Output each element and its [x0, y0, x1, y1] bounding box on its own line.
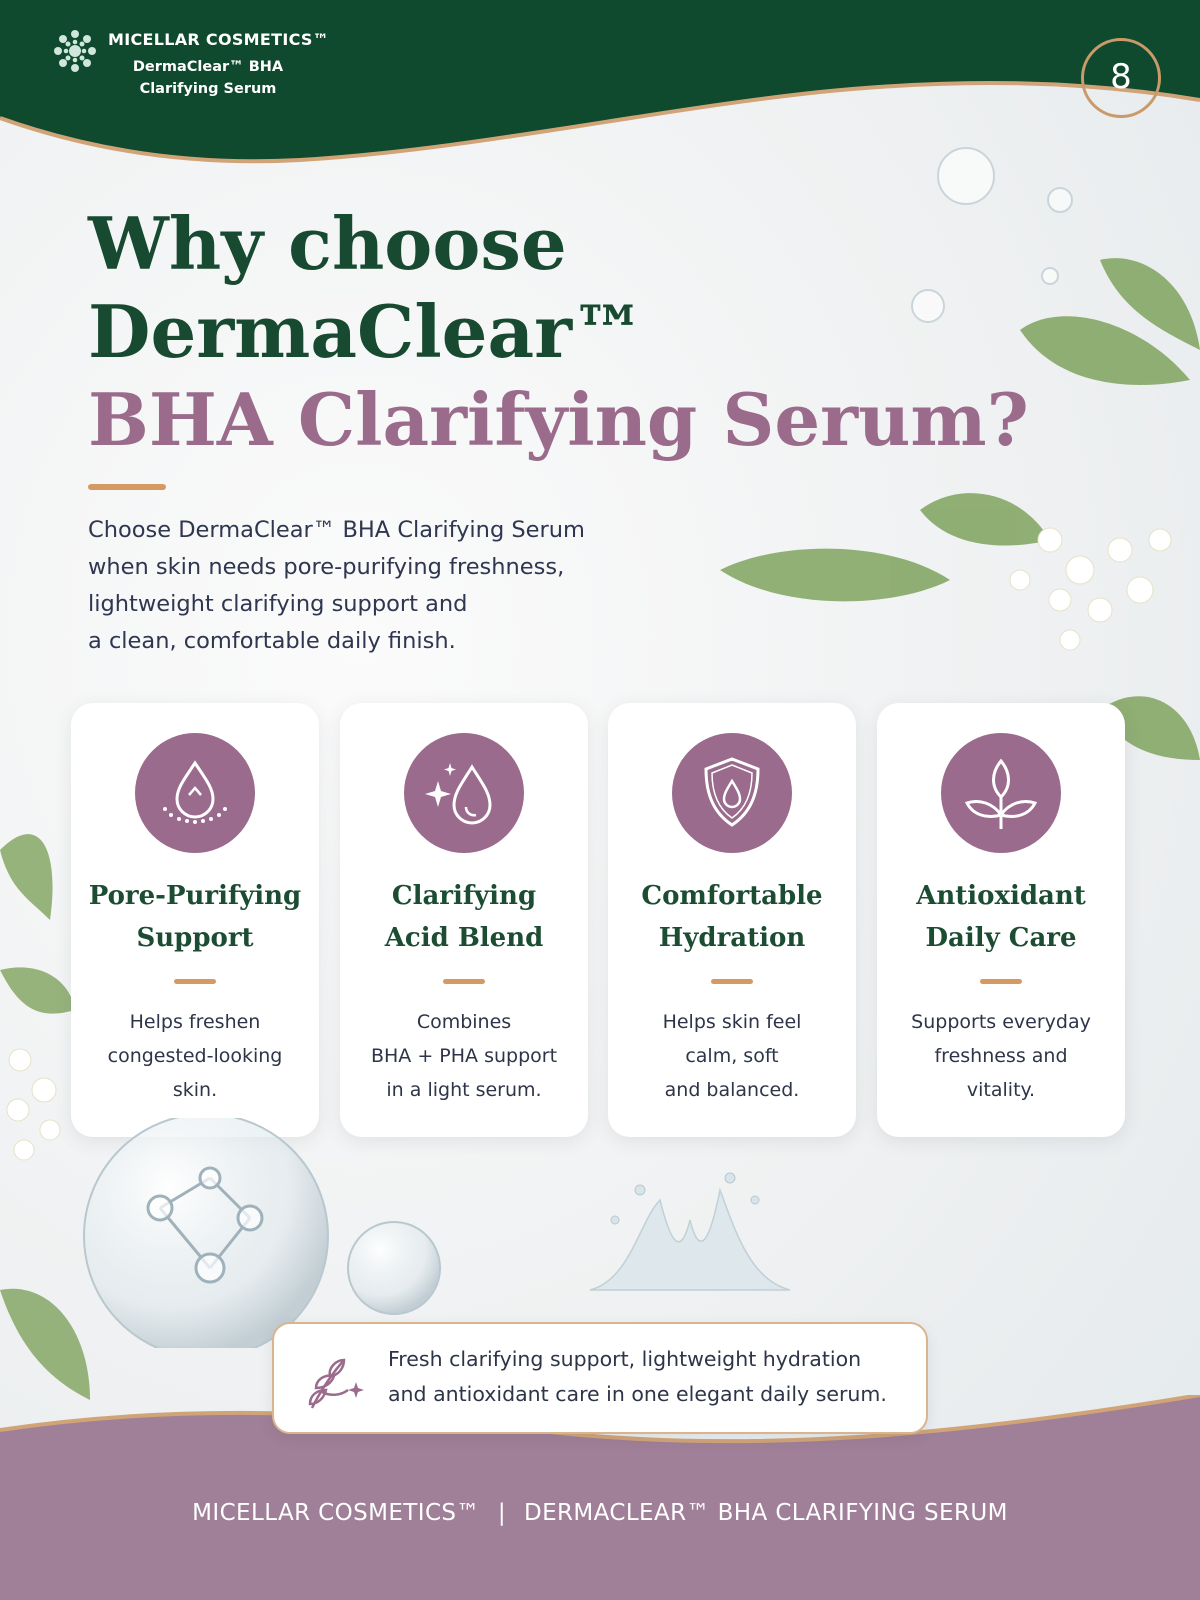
card-title-line: Comfortable [641, 881, 823, 911]
water-splash-decoration [589, 1172, 791, 1291]
card-text-line: BHA + PHA support [370, 1045, 558, 1067]
droplet-pores-icon [135, 733, 255, 853]
intro-paragraph: Choose DermaClear™ BHA Clarifying Serum … [88, 512, 648, 660]
feature-card-comfortable-hydration: Comfortable Hydration Helps skin feel ca… [608, 703, 856, 1137]
leaf-flower-decoration [720, 258, 1200, 760]
page-number-badge: 8 [1081, 38, 1161, 118]
intro-line: Choose DermaClear™ BHA Clarifying Serum [88, 517, 585, 543]
shield-droplet-icon [672, 733, 792, 853]
card-text-line: calm, soft [685, 1045, 779, 1067]
title-line-accent: BHA Clarifying Serum? [88, 377, 1029, 462]
card-title-line: Pore-Purifying [88, 881, 302, 911]
intro-line: lightweight clarifying support and [88, 591, 468, 617]
card-text-line: Supports everyday [911, 1011, 1091, 1033]
water-droplets-decoration [911, 147, 1073, 323]
card-divider [443, 979, 485, 984]
leaf-sparkle-icon [308, 1358, 364, 1409]
leaf-flower-decoration [0, 834, 90, 1400]
feature-card-antioxidant: Antioxidant Daily Care Supports everyday… [877, 703, 1125, 1137]
card-text-line: in a light serum. [386, 1079, 542, 1101]
card-divider [174, 979, 216, 984]
card-text-line: Helps freshen [129, 1011, 261, 1033]
banner-line: and antioxidant care in one elegant dail… [388, 1382, 887, 1406]
card-description: Combines BHA + PHA support in a light se… [350, 1005, 578, 1107]
footer-separator: | [497, 1500, 506, 1526]
intro-line: when skin needs pore-purifying freshness… [88, 554, 565, 580]
serum-bubble-decoration [83, 1118, 441, 1348]
card-title: Antioxidant Daily Care [877, 875, 1125, 959]
card-title-line: Hydration [658, 923, 806, 953]
card-title: Clarifying Acid Blend [340, 875, 588, 959]
sprout-icon [941, 733, 1061, 853]
card-title: Pore-Purifying Support [71, 875, 319, 959]
title-line: Why choose [88, 201, 567, 286]
feature-card-pore-purifying: Pore-Purifying Support Helps freshen con… [71, 703, 319, 1137]
card-text-line: skin. [172, 1079, 218, 1101]
title-divider [88, 484, 166, 490]
intro-line: a clean, comfortable daily finish. [88, 628, 456, 654]
card-text-line: vitality. [966, 1079, 1036, 1101]
card-description: Supports everyday freshness and vitality… [887, 1005, 1115, 1107]
card-title-line: Clarifying [391, 881, 537, 911]
page-title: Why choose DermaClear™ BHA Clarifying Se… [88, 200, 1029, 464]
footer-text: MICELLAR COSMETICS™ | DERMACLEAR™ BHA CLAR… [0, 1500, 1200, 1526]
card-text-line: and balanced. [664, 1079, 800, 1101]
card-title-line: Daily Care [925, 923, 1077, 953]
summary-banner: Fresh clarifying support, lightweight hy… [272, 1322, 928, 1434]
card-title-line: Support [136, 923, 254, 953]
footer-product: DERMACLEAR™ BHA CLARIFYING SERUM [523, 1500, 1008, 1526]
card-description: Helps freshen congested-looking skin. [81, 1005, 309, 1107]
brand-product-name: DermaClear™ BHA Clarifying Serum [108, 56, 308, 100]
header-background [0, 0, 1200, 164]
brand-product-line: DermaClear™ BHA [132, 59, 284, 75]
card-text-line: freshness and [934, 1045, 1068, 1067]
brand-block: MICELLAR COSMETICS™ DermaClear™ BHA Clar… [50, 26, 350, 106]
flower-logo-icon [54, 30, 96, 72]
footer-brand: MICELLAR COSMETICS™ [192, 1500, 480, 1526]
sparkle-droplet-icon [404, 733, 524, 853]
card-text-line: Helps skin feel [662, 1011, 802, 1033]
card-title-line: Acid Blend [384, 923, 544, 953]
banner-text: Fresh clarifying support, lightweight hy… [388, 1342, 918, 1412]
card-title-line: Antioxidant [916, 881, 1086, 911]
card-divider [980, 979, 1022, 984]
card-text-line: Combines [416, 1011, 512, 1033]
card-description: Helps skin feel calm, soft and balanced. [618, 1005, 846, 1107]
brand-product-line: Clarifying Serum [139, 81, 277, 97]
card-title: Comfortable Hydration [608, 875, 856, 959]
card-divider [711, 979, 753, 984]
feature-card-clarifying-acid: Clarifying Acid Blend Combines BHA + PHA… [340, 703, 588, 1137]
brand-name: MICELLAR COSMETICS™ [108, 30, 330, 49]
banner-line: Fresh clarifying support, lightweight hy… [388, 1347, 862, 1371]
title-line: DermaClear™ [88, 289, 645, 374]
card-text-line: congested-looking [107, 1045, 283, 1067]
